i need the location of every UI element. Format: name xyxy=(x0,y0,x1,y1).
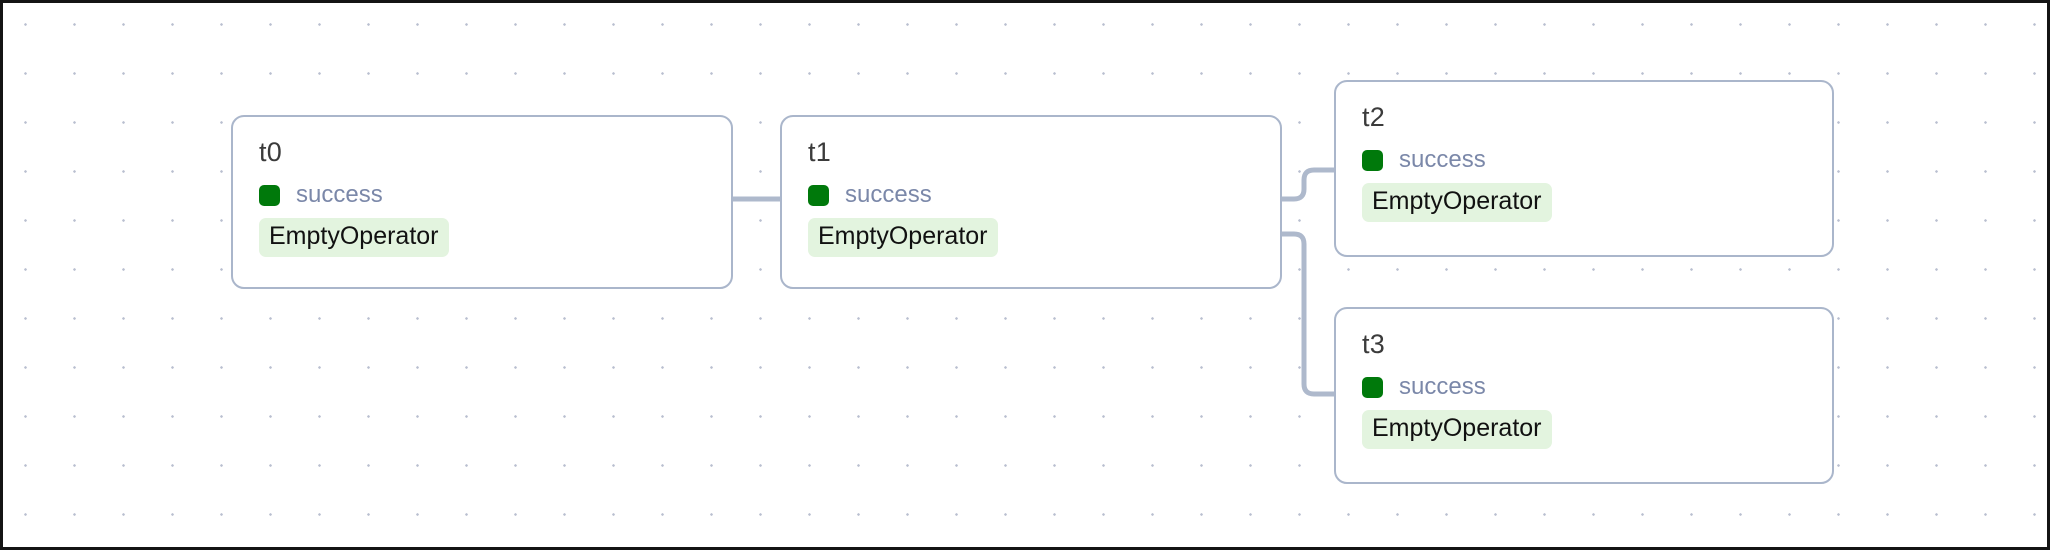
node-title: t2 xyxy=(1362,102,1385,132)
graph-node-t1[interactable]: t1 success EmptyOperator xyxy=(780,115,1282,289)
graph-node-t2[interactable]: t2 success EmptyOperator xyxy=(1334,80,1834,257)
node-status-row: success xyxy=(1362,148,1832,172)
operator-badge-wrap: EmptyOperator xyxy=(259,207,731,257)
status-square-success-icon xyxy=(808,184,829,206)
operator-badge-wrap: EmptyOperator xyxy=(1362,172,1832,222)
status-square-success-icon xyxy=(1362,376,1383,398)
operator-badge: EmptyOperator xyxy=(1362,183,1552,222)
graph-node-t3[interactable]: t3 success EmptyOperator xyxy=(1334,307,1834,484)
status-square-success-icon xyxy=(259,184,280,206)
node-status-label: success xyxy=(296,181,383,208)
status-square-success-icon xyxy=(1362,149,1383,171)
node-title: t0 xyxy=(259,137,282,167)
operator-badge-wrap: EmptyOperator xyxy=(808,207,1280,257)
node-status-label: success xyxy=(845,181,932,208)
node-status-row: success xyxy=(259,183,731,207)
operator-badge: EmptyOperator xyxy=(259,218,449,257)
edge-t1-t3 xyxy=(1282,231,1334,397)
operator-badge: EmptyOperator xyxy=(1362,410,1552,449)
node-status-row: success xyxy=(808,183,1280,207)
node-title: t3 xyxy=(1362,329,1385,359)
edge-t1-t2 xyxy=(1282,167,1334,202)
graph-node-t0[interactable]: t0 success EmptyOperator xyxy=(231,115,733,289)
operator-badge-wrap: EmptyOperator xyxy=(1362,399,1832,449)
node-title: t1 xyxy=(808,137,831,167)
operator-badge: EmptyOperator xyxy=(808,218,998,257)
node-status-label: success xyxy=(1399,146,1486,173)
node-status-row: success xyxy=(1362,375,1832,399)
node-status-label: success xyxy=(1399,373,1486,400)
